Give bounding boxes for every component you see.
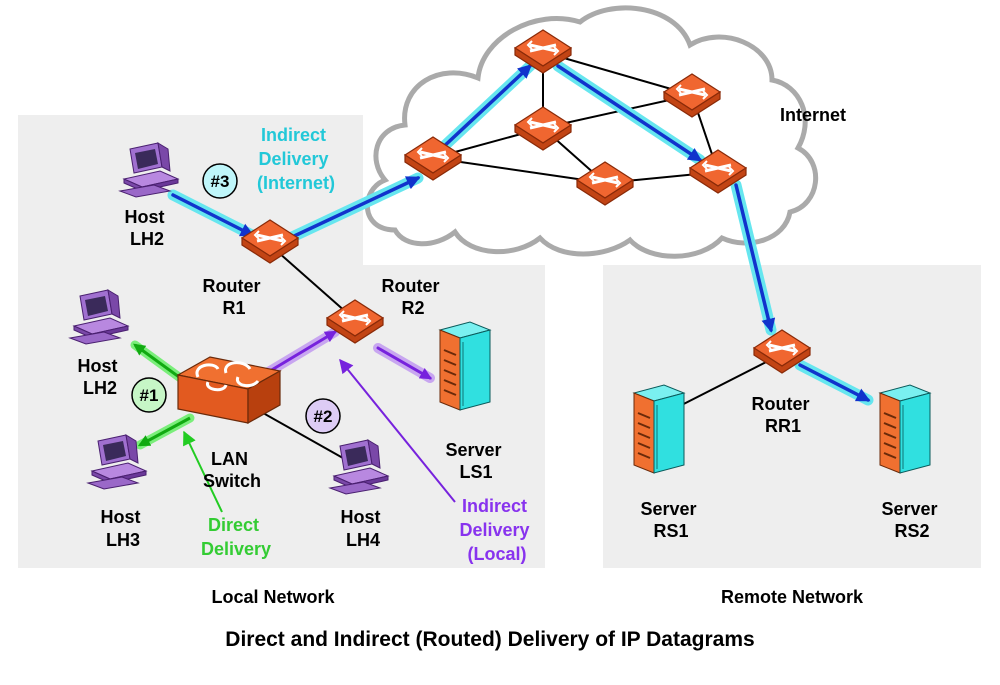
router-rr1-label: Router RR1 [751, 394, 814, 436]
local-network-label: Local Network [211, 587, 335, 607]
svg-text:#2: #2 [314, 407, 333, 426]
diagram-title: Direct and Indirect (Routed) Delivery of… [225, 628, 754, 651]
lan-switch-label: LAN Switch [203, 449, 261, 491]
host-lh3-label: Host LH3 [100, 507, 145, 550]
local-delivery-label: Indirect Delivery (Local) [459, 496, 534, 564]
badge-1: #1 [131, 377, 167, 413]
local-delivery-callout-arrow [339, 358, 456, 503]
internet-cloud [364, 5, 819, 259]
internet-label: Internet [780, 105, 846, 125]
router-r2-label: Router R2 [381, 276, 444, 318]
host-lh4-label: Host LH4 [340, 507, 385, 550]
server-rs2-label: Server RS2 [881, 499, 942, 541]
direct-delivery-label: Direct Delivery [201, 515, 271, 559]
svg-text:#3: #3 [211, 172, 230, 191]
host-lh2-top-label: Host LH2 [124, 207, 169, 249]
server-rs2[interactable] [879, 384, 931, 474]
internet-delivery-path [167, 60, 874, 406]
badge-3: #3 [202, 163, 238, 199]
server-rs1-label: Server RS1 [640, 499, 701, 541]
server-rs1[interactable] [633, 384, 685, 474]
remote-network-label: Remote Network [721, 587, 864, 607]
svg-text:#1: #1 [140, 386, 159, 405]
internet-delivery-label: Indirect Delivery (Internet) [257, 125, 335, 193]
router-r1-label: Router R1 [202, 276, 265, 318]
server-ls1[interactable] [439, 321, 491, 411]
server-ls1-label: Server LS1 [445, 440, 506, 482]
direct-delivery-callout-arrow [183, 430, 223, 513]
host-lh2-label: Host LH2 [77, 356, 122, 398]
badge-2: #2 [305, 398, 341, 434]
lan-switch[interactable] [176, 356, 282, 425]
